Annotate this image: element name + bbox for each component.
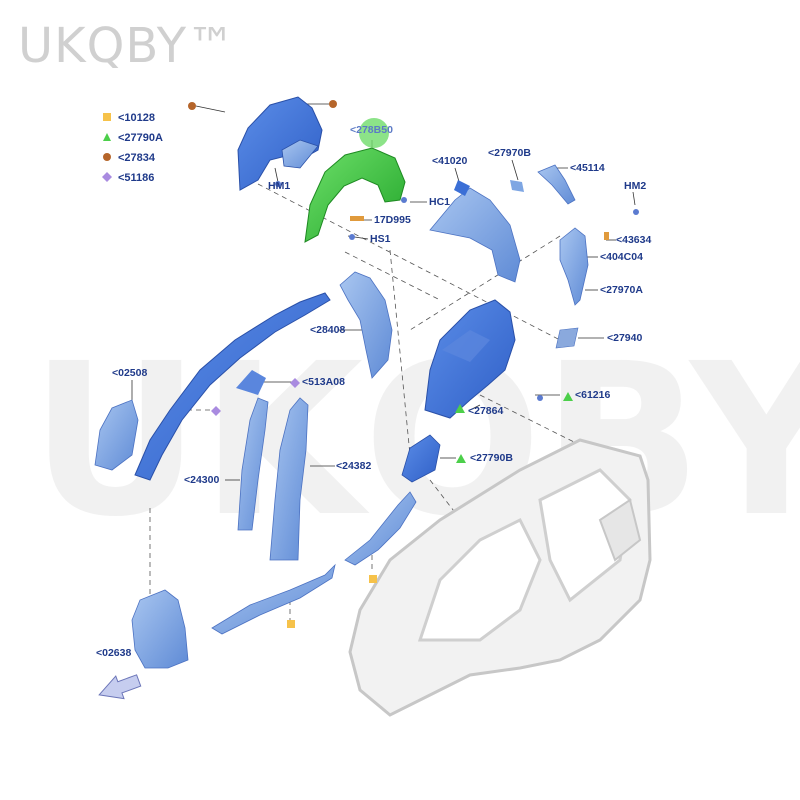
part-label-24300[interactable]: <24300 — [184, 474, 220, 486]
part-label-hs1[interactable]: HS1 — [370, 233, 391, 245]
part-roof-rail — [134, 292, 331, 481]
front-direction-arrow — [98, 674, 142, 700]
circle-icon — [100, 152, 114, 165]
part-label-61216[interactable]: <61216 — [575, 389, 611, 401]
part-b-pillar-outer — [269, 397, 309, 561]
part-c-pillar — [339, 271, 393, 379]
part-label-27790b[interactable]: <27790B — [470, 452, 513, 464]
part-label-41020[interactable]: <41020 — [432, 155, 468, 167]
part-label-45114[interactable]: <45114 — [570, 162, 605, 174]
fasteners — [188, 100, 639, 628]
highlight-marker — [359, 118, 389, 148]
part-label-02508[interactable]: <02508 — [112, 367, 148, 379]
part-label-24382[interactable]: <24382 — [336, 460, 372, 472]
part-label-27864[interactable]: <27864 — [468, 405, 504, 417]
legend-label: <27834 — [118, 152, 156, 164]
part-label-28408[interactable]: <28408 — [310, 324, 346, 336]
part-label-17d995[interactable]: 17D995 — [374, 214, 411, 226]
part-wheelarch-extension — [401, 434, 441, 483]
body-side-outline — [348, 438, 652, 717]
legend-label: <27790A — [118, 132, 163, 144]
part-label-404c04[interactable]: <404C04 — [600, 251, 643, 263]
part-label-hc1[interactable]: HC1 — [429, 196, 451, 208]
part-label-278b50[interactable]: <278B50 — [350, 124, 393, 136]
brand-logo: UKQBY™ — [18, 18, 237, 74]
part-label-27970a[interactable]: <27970A — [600, 284, 643, 296]
part-b-pillar-inner — [236, 370, 269, 531]
part-quarter-inner-panel — [429, 180, 521, 283]
part-label-43634[interactable]: <43634 — [616, 234, 652, 246]
part-label-27940[interactable]: <27940 — [607, 332, 643, 344]
part-label-hm2[interactable]: HM2 — [624, 180, 647, 192]
legend-item: <27834 — [100, 148, 163, 168]
part-rocker-panel — [211, 563, 336, 635]
part-d-pillar-inner — [510, 164, 589, 349]
square-icon — [100, 112, 114, 125]
part-label-hm1[interactable]: HM1 — [268, 180, 291, 192]
part-rocker-rear — [344, 491, 417, 566]
part-hinge-pillar — [131, 589, 189, 669]
diamond-icon — [100, 171, 114, 185]
triangle-icon — [100, 132, 114, 145]
part-label-513a08[interactable]: <513A08 — [302, 376, 345, 388]
part-wheelhouse-outer — [237, 96, 323, 191]
legend-item: <51186 — [100, 168, 163, 188]
legend-item: <27790A — [100, 128, 163, 148]
legend-label: <10128 — [118, 112, 156, 124]
part-quarter-panel-inner — [424, 299, 516, 419]
part-label-02638[interactable]: <02638 — [96, 647, 132, 659]
legend-item: <10128 — [100, 108, 163, 128]
legend: <10128 <27790A <27834 <51186 — [100, 108, 163, 188]
part-label-27970b[interactable]: <27970B — [488, 147, 531, 159]
legend-label: <51186 — [118, 172, 155, 184]
part-a-pillar-lower — [94, 399, 139, 471]
part-wheelhouse-inner-highlighted — [304, 147, 406, 243]
